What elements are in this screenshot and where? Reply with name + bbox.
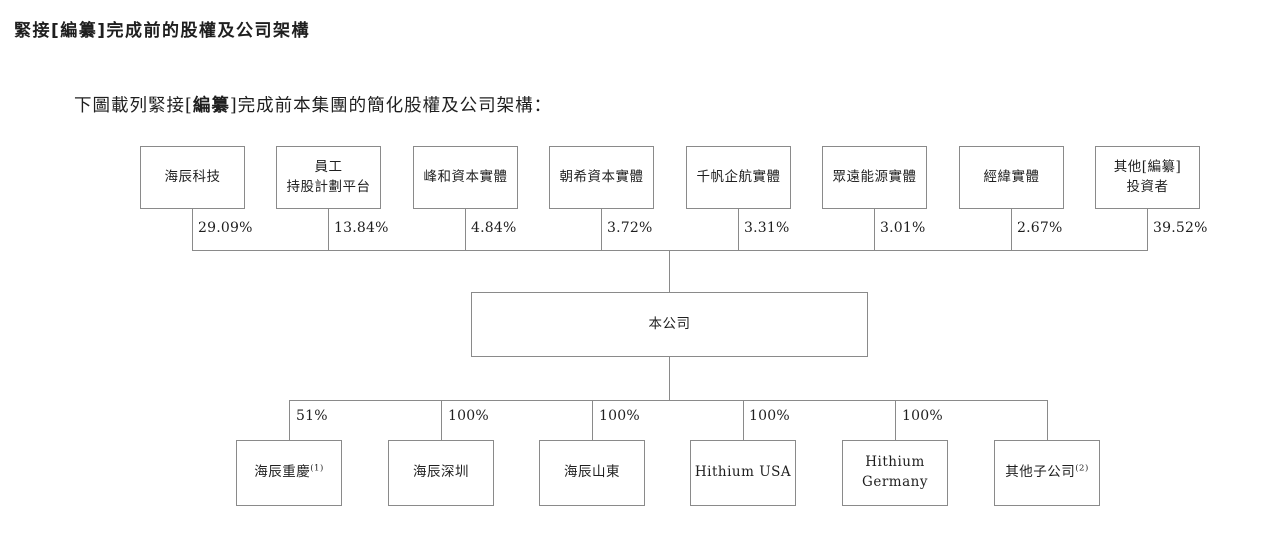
page-title: 緊接[編纂]完成前的股權及公司架構 (14, 16, 310, 41)
subsidiary-name: Hithium USA (694, 464, 792, 481)
connector-line (1047, 400, 1048, 440)
connector-line (441, 400, 442, 440)
caption-text: ]完成前本集團的簡化股權及公司架構： (229, 96, 553, 116)
ownership-percentage: 39.52% (1153, 220, 1208, 236)
subsidiary-box-haichen-shandong: 海辰山東 (539, 440, 645, 506)
connector-line (738, 209, 739, 250)
shareholder-name: 峰和資本實體 (423, 168, 508, 185)
ownership-percentage: 51% (296, 408, 328, 424)
subsidiary-name: 海辰深圳 (413, 464, 469, 481)
caption-redaction-placeholder: 編纂 (192, 96, 230, 116)
ownership-percentage: 3.72% (607, 220, 653, 236)
subsidiary-name: 海辰山東 (564, 464, 620, 481)
connector-line (601, 209, 602, 250)
shareholder-box-haichen-technology: 海辰科技 (140, 146, 245, 209)
company-box: 本公司 (471, 292, 868, 357)
company-name: 本公司 (648, 315, 691, 332)
diagram-caption: 下圖載列緊接[編纂]完成前本集團的簡化股權及公司架構： (74, 92, 552, 117)
connector-line (874, 209, 875, 250)
subsidiary-name-text: 海辰重慶 (254, 464, 311, 481)
shareholder-box-zhongyuan-energy: 眾遠能源實體 (822, 146, 927, 209)
ownership-percentage: 100% (902, 408, 943, 424)
shareholder-name-part: ] (1175, 158, 1182, 175)
connector-line (1011, 209, 1012, 250)
connector-line (289, 400, 290, 440)
footnote-marker: (2) (1075, 463, 1089, 474)
ownership-percentage: 13.84% (334, 220, 389, 236)
subsidiary-name: 海辰重慶(1) (254, 463, 324, 483)
connector-line (192, 250, 1148, 251)
connector-line (669, 357, 670, 400)
subsidiary-name: Hithium (865, 454, 925, 471)
connector-line (669, 250, 670, 292)
shareholder-box-chaoxi-capital: 朝希資本實體 (549, 146, 654, 209)
shareholder-name-part: 其他[ (1113, 158, 1148, 175)
title-text: 緊接[ (14, 21, 61, 41)
connector-line (592, 400, 593, 440)
connector-line (289, 400, 1048, 401)
shareholder-name: 朝希資本實體 (559, 168, 644, 185)
shareholder-box-fenghe-capital: 峰和資本實體 (413, 146, 518, 209)
shareholder-box-qianfan-qihang: 千帆企航實體 (686, 146, 791, 209)
shareholder-box-jingwei: 經緯實體 (959, 146, 1064, 209)
shareholder-name: 經緯實體 (983, 168, 1040, 185)
ownership-percentage: 2.67% (1017, 220, 1063, 236)
shareholder-name: 其他[編纂] (1114, 158, 1182, 178)
ownership-percentage: 100% (749, 408, 790, 424)
shareholder-box-employee-platform: 員工持股計劃平台 (276, 146, 381, 209)
connector-line (743, 400, 744, 440)
shareholder-name: 眾遠能源實體 (832, 168, 917, 185)
footnote-marker: (1) (310, 463, 324, 474)
subsidiary-box-hithium-usa: Hithium USA (690, 440, 796, 506)
title-text: ]完成前的股權及公司架構 (97, 21, 311, 41)
subsidiary-box-other-subsidiaries: 其他子公司(2) (994, 440, 1100, 506)
shareholder-name: 海辰科技 (164, 168, 221, 185)
ownership-percentage: 3.31% (744, 220, 790, 236)
connector-line (465, 209, 466, 250)
shareholder-box-other-investors: 其他[編纂]投資者 (1095, 146, 1200, 209)
subsidiary-box-haichen-chongqing: 海辰重慶(1) (236, 440, 342, 506)
caption-text: 下圖載列緊接[ (74, 96, 193, 116)
subsidiary-box-haichen-shenzhen: 海辰深圳 (388, 440, 494, 506)
shareholder-name: 員工 (314, 158, 343, 175)
ownership-percentage: 100% (599, 408, 640, 424)
shareholder-name: 千帆企航實體 (696, 168, 781, 185)
connector-line (192, 209, 193, 250)
connector-line (1147, 209, 1148, 250)
ownership-percentage: 29.09% (198, 220, 253, 236)
subsidiary-name-text: 其他子公司 (1005, 464, 1076, 481)
redaction-placeholder: 編纂 (1147, 158, 1176, 175)
ownership-percentage: 3.01% (880, 220, 926, 236)
connector-line (328, 209, 329, 250)
subsidiary-name: Germany (862, 474, 928, 490)
connector-line (895, 400, 896, 440)
title-redaction-placeholder: 編纂 (60, 21, 98, 41)
subsidiary-name: 其他子公司(2) (1005, 463, 1089, 483)
ownership-percentage: 4.84% (471, 220, 517, 236)
ownership-percentage: 100% (448, 408, 489, 424)
shareholder-name: 投資者 (1126, 178, 1169, 195)
shareholder-name: 持股計劃平台 (286, 178, 371, 195)
